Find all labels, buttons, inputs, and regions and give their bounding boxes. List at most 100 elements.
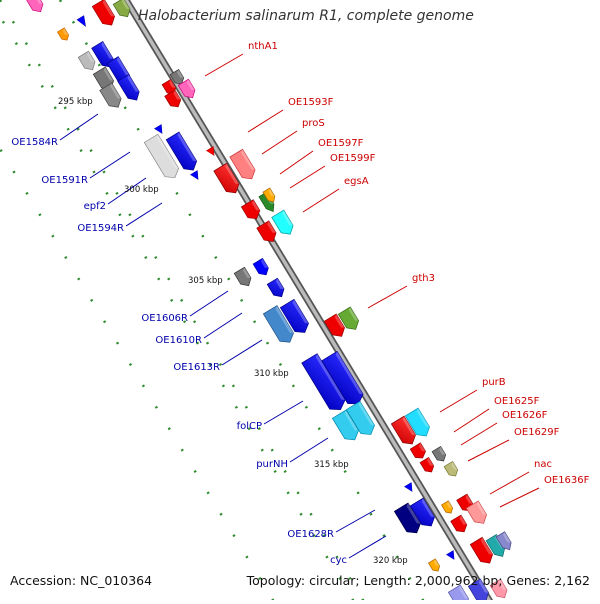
- track-dots: [0, 0, 427, 604]
- genome-backbone: [121, 0, 496, 604]
- gene-label-reverse: folCP: [237, 421, 262, 432]
- gene-label-forward: egsA: [344, 176, 369, 187]
- gene-label-reverse: OE1610R: [155, 335, 202, 346]
- gene-box: [252, 257, 269, 276]
- gene-box: [337, 306, 359, 330]
- gene-label-forward: proS: [302, 118, 325, 129]
- gene-labels: nthA1OE1593FproSOE1597FOE1599FegsAgth3pu…: [11, 41, 589, 566]
- gene-box: [25, 0, 44, 13]
- gene-label-reverse: OE1584R: [11, 137, 58, 148]
- gene-box: [469, 536, 493, 564]
- label-leader-line: [439, 389, 478, 413]
- gene-label-forward: purB: [482, 377, 506, 388]
- gene-box: [262, 305, 294, 343]
- label-leader-line: [263, 400, 304, 425]
- label-leader-line: [125, 202, 163, 227]
- gene-label-forward: gth3: [412, 273, 435, 284]
- gene-box: [91, 0, 115, 26]
- gene-box: [240, 199, 261, 220]
- gene-box: [99, 82, 122, 108]
- gene-box: [321, 350, 364, 405]
- gene-box: [164, 89, 182, 108]
- ruler-tick-label: 305 kbp: [188, 276, 223, 286]
- label-leader-line: [489, 471, 530, 495]
- label-leader-line: [348, 535, 387, 559]
- label-leader-line: [107, 177, 147, 205]
- gene-box: [465, 500, 487, 524]
- gene-label-reverse: epf2: [84, 201, 106, 212]
- gene-label-forward: OE1625F: [494, 396, 540, 407]
- gene-box: [431, 445, 447, 462]
- gene-label-forward: nac: [534, 459, 552, 470]
- label-leader-line: [335, 509, 376, 533]
- gene-box: [495, 531, 512, 551]
- gene-box: [161, 78, 177, 95]
- gene-box: [345, 400, 375, 435]
- gene-box: [393, 502, 421, 534]
- gene-box: [331, 409, 359, 441]
- ruler-tick-label: 310 kbp: [254, 369, 289, 379]
- label-leader-line: [89, 151, 131, 179]
- gene-box: [229, 148, 256, 180]
- gene-box: [213, 162, 240, 194]
- gene-box: [143, 133, 180, 179]
- label-leader-line: [189, 290, 229, 317]
- gene-box: [169, 68, 185, 85]
- gene-label-forward: OE1636F: [544, 475, 590, 486]
- gene-label-forward: OE1597F: [318, 138, 364, 149]
- gene-box: [409, 442, 426, 459]
- label-leader-line: [289, 437, 329, 463]
- label-leader-line: [467, 439, 510, 462]
- label-leader-line: [203, 312, 243, 339]
- gene-box: [409, 497, 435, 527]
- genome-summary: Topology: circular; Length: 2,000,962 bp…: [246, 573, 590, 588]
- gene-box: [165, 131, 198, 171]
- accession-text: Accession: NC_010364: [10, 573, 153, 588]
- gene-box: [440, 500, 454, 514]
- label-leader-line: [247, 109, 284, 133]
- label-leader-line: [279, 150, 314, 175]
- gene-marker: [76, 15, 86, 27]
- gene-box: [323, 313, 345, 337]
- gene-box: [117, 74, 140, 101]
- ruler-tick-label: 295 kbp: [58, 97, 93, 107]
- gene-box: [390, 415, 416, 445]
- gene-box: [177, 78, 196, 99]
- gene-box: [266, 277, 285, 298]
- gene-box: [443, 460, 459, 477]
- gene-marker: [206, 146, 215, 156]
- label-leader-line: [499, 487, 540, 508]
- gene-box: [256, 220, 277, 242]
- gene-box: [279, 298, 309, 333]
- label-leader-line: [221, 339, 263, 366]
- label-leader-line: [289, 165, 326, 189]
- label-leader-line: [460, 422, 498, 446]
- gene-box: [427, 558, 441, 572]
- gene-features: [25, 0, 512, 604]
- label-leader-line: [367, 285, 408, 309]
- gene-box: [489, 578, 508, 599]
- gene-box: [91, 41, 114, 68]
- gene-box: [419, 456, 435, 473]
- ruler-tick-label: 315 kbp: [314, 460, 349, 470]
- gene-box: [271, 209, 294, 235]
- gene-box: [404, 407, 430, 437]
- gene-marker: [190, 170, 199, 180]
- gene-label-reverse: cyc: [330, 555, 347, 566]
- gene-label-forward: OE1629F: [514, 427, 560, 438]
- gene-box: [467, 578, 489, 602]
- gene-label-reverse: OE1594R: [77, 223, 124, 234]
- gene-marker: [404, 482, 413, 492]
- gene-label-reverse: purNH: [256, 459, 288, 470]
- label-leader-lines: [59, 53, 540, 559]
- gene-label-reverse: OE1613R: [173, 362, 220, 373]
- label-leader-line: [204, 53, 244, 77]
- gene-label-forward: OE1599F: [330, 153, 376, 164]
- gene-box: [56, 27, 70, 41]
- gene-box: [112, 0, 131, 18]
- gene-box: [233, 266, 252, 287]
- gene-label-reverse: OE1606R: [141, 313, 188, 324]
- gene-box: [77, 50, 96, 71]
